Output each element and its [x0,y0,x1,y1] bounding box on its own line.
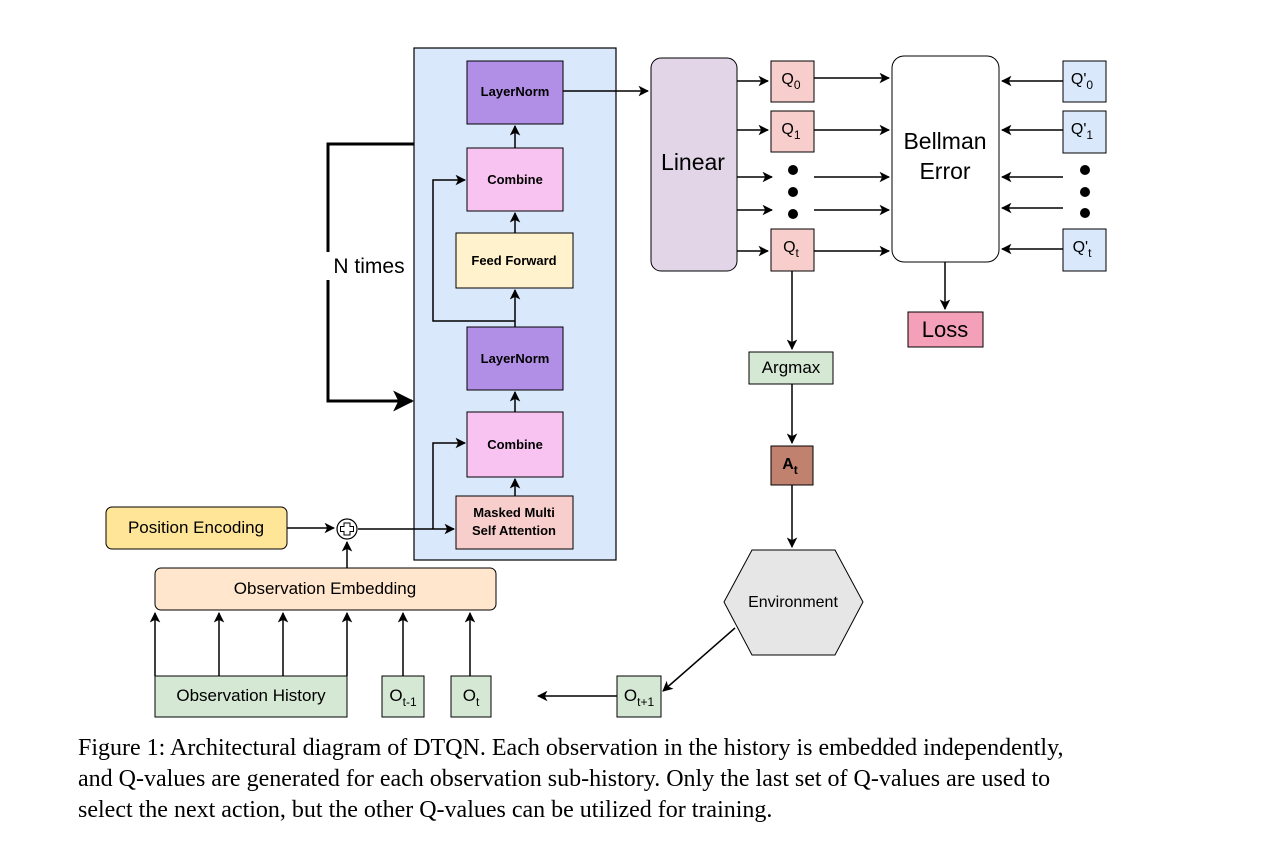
layernorm-top-label: LayerNorm [481,84,550,99]
figure-caption: Figure 1: Architectural diagram of DTQN.… [78,733,1178,826]
observation-embedding-label: Observation Embedding [234,579,416,598]
layernorm-bottom-label: LayerNorm [481,351,550,366]
layernorm-bottom-block: LayerNorm [466,326,564,391]
target-q-value-1: Q'1 [1062,110,1107,154]
caption-line-1: Figure 1: Architectural diagram of DTQN.… [78,735,1064,761]
q1-subscript: 1 [794,128,801,142]
svg-text:Q0: Q0 [781,71,800,92]
observation-t: Ot [450,675,492,718]
position-encoding-block: Position Encoding [105,506,288,550]
masked-attention-label-2: Self Attention [472,523,556,538]
observation-t-minus-1: Ot-1 [381,675,425,718]
linear-output-arrows [737,75,774,257]
target-q-ellipsis-dots [1080,165,1090,218]
linear-label: Linear [661,149,725,175]
q1-base: Q [781,121,793,138]
feed-forward-label: Feed Forward [471,253,556,268]
o-t-minus-1-base: O [389,686,402,705]
svg-text:Q'0: Q'0 [1071,71,1094,92]
qt-subscript: t [796,246,800,260]
argmax-label: Argmax [762,358,821,377]
qt-base: Q [783,239,795,256]
q-to-bellman-arrows [814,72,891,257]
qp1-base: Q' [1071,121,1087,138]
masked-attention-label-1: Masked Multi [473,505,555,520]
q0-base: Q [781,71,793,88]
o-t-base: O [463,686,476,705]
q-value-ellipsis-dots [788,165,798,219]
q0-subscript: 0 [794,78,801,92]
caption-line-2: and Q-values are generated for each obse… [78,766,1051,792]
svg-text:Qt: Qt [783,239,799,260]
svg-text:Ot: Ot [463,686,480,709]
qpt-subscript: t [1088,246,1092,260]
q-value-0: Q0 [770,60,815,103]
q-value-t: Qt [770,228,815,272]
action-base: A [782,456,794,473]
observation-t-plus-1: Ot+1 [616,675,662,718]
o-t-plus-1-base: O [624,686,637,705]
action-block: At [770,445,814,486]
target-q-value-t: Q't [1062,228,1107,272]
o-t-plus-1-subscript: t+1 [637,695,654,709]
feed-forward-block: Feed Forward [455,232,574,289]
o-t-subscript: t [476,695,480,709]
loss-block: Loss [907,311,984,348]
embedding-input-arrows [149,611,476,676]
caption-line-3: select the next action, but the other Q-… [78,797,773,823]
dtqn-architecture-diagram: LayerNorm Combine Feed Forward LayerNorm… [105,47,1107,718]
action-subscript: t [794,463,798,477]
n-times-label: N times [333,255,404,278]
svg-text:Q'1: Q'1 [1071,121,1094,142]
svg-text:At: At [782,456,798,477]
layernorm-top-block: LayerNorm [466,60,564,125]
argmax-block: Argmax [748,351,834,385]
loss-label: Loss [922,317,968,342]
panel-arrows [358,124,521,535]
qpt-base: Q' [1073,239,1089,256]
sum-node-icon [336,518,358,540]
combine-top-label: Combine [487,172,543,187]
bellman-label-2: Error [919,158,970,184]
qp1-subscript: 1 [1086,128,1093,142]
combine-top-block: Combine [466,147,564,212]
environment-hexagon: Environment [723,549,864,656]
observation-history-block: Observation History [154,675,348,718]
svg-text:Ot+1: Ot+1 [624,686,655,709]
target-q-value-0: Q'0 [1062,60,1107,103]
observation-history-label: Observation History [176,686,326,705]
bellman-error-block: Bellman Error [891,55,1000,263]
linear-block: Linear [650,57,738,272]
svg-text:Ot-1: Ot-1 [389,686,417,709]
q-value-1: Q1 [770,110,815,153]
o-t-minus-1-subscript: t-1 [403,695,417,709]
target-to-bellman-arrows [1000,75,1063,255]
svg-text:Q't: Q't [1073,239,1093,260]
masked-attention-block: Masked Multi Self Attention [455,495,574,550]
qp0-base: Q' [1071,71,1087,88]
environment-label: Environment [748,594,838,611]
position-encoding-label: Position Encoding [128,518,264,537]
bellman-label-1: Bellman [903,128,986,154]
combine-bottom-label: Combine [487,437,543,452]
svg-text:Q1: Q1 [781,121,800,142]
qp0-subscript: 0 [1086,78,1093,92]
combine-bottom-block: Combine [466,411,564,478]
n-times-loop: N times [326,142,415,412]
observation-embedding-block: Observation Embedding [154,567,497,611]
